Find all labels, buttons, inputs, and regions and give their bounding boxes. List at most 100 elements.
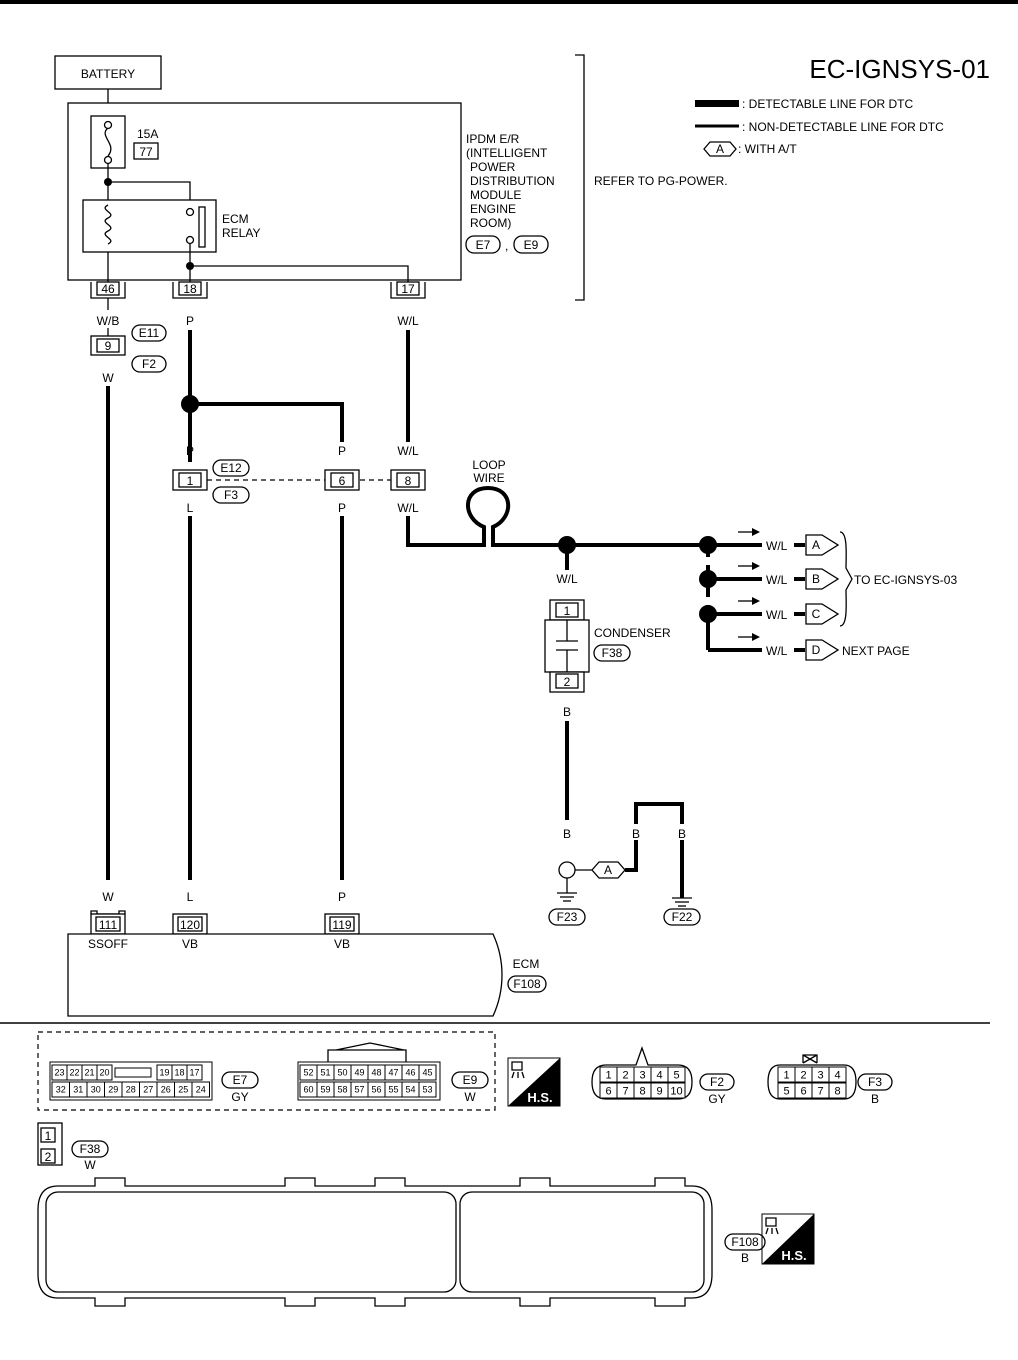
output-tag-b-text: B xyxy=(812,572,820,586)
relay-to-17-wire xyxy=(190,265,409,282)
relay-switch-arm xyxy=(198,206,206,248)
wire-color-p-bottom: P xyxy=(338,890,346,904)
connector-id-f38-text: F38 xyxy=(602,646,623,660)
next-page: NEXT PAGE xyxy=(842,644,910,658)
connector-pin-label: 47 xyxy=(388,1068,398,1078)
ecm-terminal-119 xyxy=(329,916,355,932)
condenser-label: CONDENSER xyxy=(594,626,671,640)
connector-pin-label: 10 xyxy=(670,1085,682,1097)
connector-pin xyxy=(667,1082,686,1099)
ground-connection-point xyxy=(558,861,576,879)
connector-pin-label: 49 xyxy=(354,1068,364,1078)
connector-pin-label: 56 xyxy=(371,1085,381,1095)
connector-id-e11-text: E11 xyxy=(139,326,160,340)
connector-pin xyxy=(418,1081,437,1098)
ecm-pin-111-name: SSOFF xyxy=(88,937,128,951)
connector-id-f23 xyxy=(548,908,586,926)
connector-pin-label: 1 xyxy=(605,1069,611,1081)
connector-pin-label: 30 xyxy=(91,1085,101,1095)
hs-badge-text: H.S. xyxy=(781,1248,806,1263)
connector-view-e9-hood xyxy=(327,1042,407,1062)
connector-pin-label: 8 xyxy=(639,1085,645,1097)
connector-view-f38-pin xyxy=(40,1148,56,1164)
wire-color-b-4: B xyxy=(678,827,686,841)
connector-6 xyxy=(330,472,354,488)
ipdm-label-7: ROOM) xyxy=(470,216,511,230)
connector-pin-label: 9 xyxy=(656,1085,662,1097)
ipdm-connector-views-dash xyxy=(37,1031,496,1111)
connector-id-f3 xyxy=(212,486,250,504)
connector-pin-label: 29 xyxy=(108,1085,118,1095)
connector-pin-label: 27 xyxy=(143,1085,153,1095)
loop-wire xyxy=(406,485,567,547)
wire-color-wl-out-c: W/L xyxy=(766,608,788,622)
connector-view-f108-section-left xyxy=(45,1191,457,1293)
connector-id-f2-text: F2 xyxy=(142,357,156,371)
terminal-17-frame xyxy=(390,282,426,299)
connector-pin-label: 7 xyxy=(817,1085,823,1097)
ipdm-label-4: DISTRIBUTION xyxy=(470,174,555,188)
connector-pin-label: 2 xyxy=(622,1069,628,1081)
legend-detectable-text: : DETECTABLE LINE FOR DTC xyxy=(742,97,913,111)
connector-pin-label: 7 xyxy=(622,1085,628,1097)
connector-pin-label: 52 xyxy=(303,1068,313,1078)
fuse-number: 77 xyxy=(139,145,153,159)
output-tag-d-text: D xyxy=(812,643,821,657)
connector-9 xyxy=(96,338,120,353)
relay-coil-icon xyxy=(104,204,112,245)
legend-with-at-text: : WITH A/T xyxy=(738,142,797,156)
connector-id-f3-text: F3 xyxy=(224,488,238,502)
connector-id-f2 xyxy=(131,355,167,373)
power-bracket xyxy=(575,54,585,301)
ecm-relay-box xyxy=(82,199,217,253)
connector-8 xyxy=(396,472,420,488)
output-tag-b xyxy=(805,568,840,590)
connector-pin-label: 19 xyxy=(159,1068,169,1078)
connector-1-text: 1 xyxy=(187,474,194,488)
connector-view-f38-pin xyxy=(40,1127,56,1143)
connector-id-f38 xyxy=(593,644,631,662)
connector-pin-label: 3 xyxy=(639,1069,645,1081)
connector-9-text: 9 xyxy=(105,339,112,353)
connector-1 xyxy=(178,472,202,488)
loop-wire-label-2: WIRE xyxy=(473,471,504,485)
connector-view-f38-color: W xyxy=(84,1158,96,1172)
relay-switch-feed xyxy=(108,181,191,208)
ipdm-connector-e7-text: E7 xyxy=(476,238,491,252)
fuse-bottom-terminal xyxy=(103,155,113,165)
connector-pin-label: 5 xyxy=(673,1069,679,1081)
fuse-number-box xyxy=(133,142,159,160)
ipdm-label-6: ENGINE xyxy=(470,202,516,216)
connector-pin-label: 58 xyxy=(337,1085,347,1095)
battery-box xyxy=(54,55,162,90)
connector-pin-label: 26 xyxy=(161,1085,171,1095)
hs-badge-icon: H.S. xyxy=(761,1213,815,1265)
connector-pin-label: 60 xyxy=(303,1085,313,1095)
condenser-pin1-text: 1 xyxy=(564,604,571,618)
wire-color-wl-condenser: W/L xyxy=(556,572,578,586)
wire-color-wl-2: W/L xyxy=(397,501,419,515)
terminal-18 xyxy=(178,281,202,296)
connector-view-f3-id-text: F3 xyxy=(868,1075,882,1089)
ecm-terminal-111-text: 111 xyxy=(99,918,118,932)
connector-6-text: 6 xyxy=(339,474,346,488)
ipdm-connector-e9 xyxy=(513,235,549,254)
wire-color-b-2: B xyxy=(563,827,571,841)
ignsys03-brace xyxy=(839,531,853,627)
wire-color-wl-top: W/L xyxy=(397,314,419,328)
connector-pin-label: 51 xyxy=(320,1068,330,1078)
connector-pin-label: 6 xyxy=(605,1085,611,1097)
ipdm-label-2: (INTELLIGENT xyxy=(466,146,548,160)
ecm-relay-label-1: ECM xyxy=(222,212,249,226)
ecm-terminal-120 xyxy=(177,916,203,932)
hs-badge-icon: H.S. xyxy=(507,1057,561,1107)
legend-with-at-tag-text: A xyxy=(716,142,724,156)
wire-color-p-top: P xyxy=(186,314,194,328)
connector-pin-label: 8 xyxy=(834,1085,840,1097)
wire-color-b-1: B xyxy=(563,705,571,719)
connector-pin-label: 23 xyxy=(54,1068,64,1078)
connector-pin-label: 25 xyxy=(178,1085,188,1095)
wire-color-wl-out-b: W/L xyxy=(766,573,788,587)
condenser-pin2 xyxy=(555,673,579,689)
wire-color-wl-out-d: W/L xyxy=(766,644,788,658)
